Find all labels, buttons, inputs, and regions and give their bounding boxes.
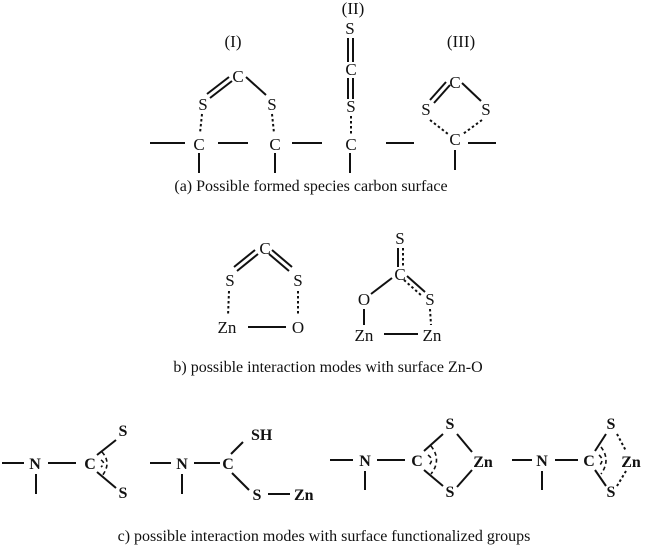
atom-carbon: C [345, 60, 356, 79]
caption-c: c) possible interaction modes with surfa… [118, 528, 531, 545]
atom-zinc: Zn [218, 318, 237, 337]
atom-sulfur: S [225, 271, 234, 290]
atom-carbon: C [84, 456, 96, 473]
species-i: C S S C C [193, 67, 280, 154]
atom-sulfur: S [446, 484, 455, 501]
thiol-zn-mode: N C SH S Zn [150, 427, 314, 504]
atom-carbon: C [394, 265, 405, 284]
atom-sulfur: S [119, 423, 128, 440]
atom-oxygen: O [358, 290, 370, 309]
atom-sulfur: S [446, 416, 455, 433]
atom-sulfur: S [119, 485, 128, 502]
atom-sulfur: S [395, 229, 404, 248]
species-label-i: (I) [225, 32, 242, 51]
dithiocarbamate-free: N C S S [2, 423, 128, 502]
atom-zinc: Zn [473, 454, 493, 471]
atom-nitrogen: N [29, 456, 41, 473]
atom-sulfur: S [198, 95, 207, 114]
atom-zinc: Zn [294, 487, 314, 504]
atom-carbon: C [583, 453, 595, 470]
atom-zinc: Zn [621, 454, 641, 471]
atom-sulfur: S [267, 95, 276, 114]
atom-carbon: C [232, 67, 243, 86]
atom-nitrogen: N [176, 456, 188, 473]
zn-chelate-dashed: N C S S Zn [512, 416, 641, 501]
panel-c: N C S S N C SH S Zn N [2, 416, 641, 545]
atom-oxygen: O [292, 318, 304, 337]
atom-nitrogen: N [359, 453, 371, 470]
zn-o-five-ring: C S S Zn O [218, 239, 305, 337]
panel-b: C S S Zn O S C O S Zn Zn [173, 229, 482, 376]
atom-sulfur: S [253, 487, 262, 504]
atom-carbon: C [269, 135, 280, 154]
atom-carbon: C [449, 130, 460, 149]
atom-carbon: C [259, 239, 270, 258]
atom-carbon: C [411, 453, 423, 470]
atom-sulfur: S [607, 416, 616, 433]
atom-zinc: Zn [355, 326, 374, 345]
atom-sulfur: S [607, 484, 616, 501]
zn-zn-six-ring: S C O S Zn Zn [355, 229, 442, 345]
atom-carbon: C [449, 73, 460, 92]
atom-zinc: Zn [423, 326, 442, 345]
species-ii: S C S C [345, 19, 356, 154]
atom-nitrogen: N [536, 453, 548, 470]
atom-carbon: C [193, 135, 204, 154]
atom-sulfur: S [345, 19, 354, 38]
atom-carbon: C [222, 456, 234, 473]
species-label-iii: (III) [447, 32, 475, 51]
species-label-ii: (II) [342, 0, 365, 18]
atom-sulfur: S [346, 97, 355, 116]
atom-carbon: C [345, 135, 356, 154]
caption-a: (a) Possible formed species carbon surfa… [174, 178, 447, 195]
panel-a: (I) (II) (III) C S S C C S C S C [150, 0, 496, 195]
thiol-group: SH [251, 427, 273, 444]
caption-b: b) possible interaction modes with surfa… [173, 359, 482, 376]
species-iii: C S S C [421, 73, 490, 149]
atom-sulfur: S [293, 271, 302, 290]
atom-sulfur: S [421, 100, 430, 119]
zn-chelate-solid: N C S S Zn [330, 416, 493, 501]
atom-sulfur: S [425, 290, 434, 309]
atom-sulfur: S [481, 100, 490, 119]
